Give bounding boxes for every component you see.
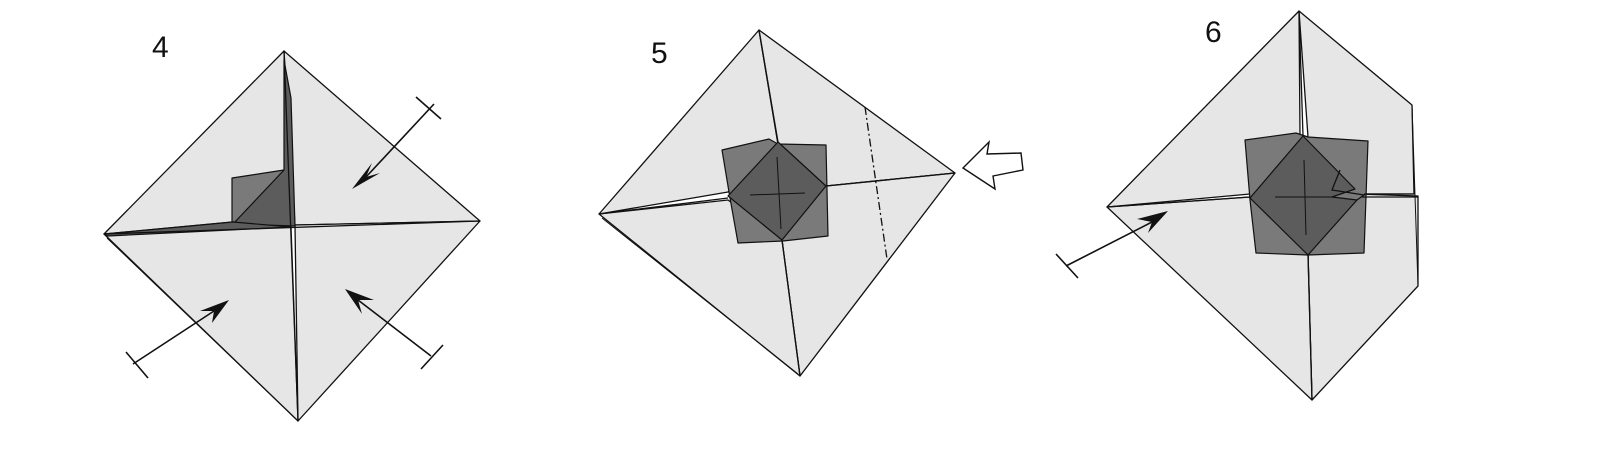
step-5-crease-top xyxy=(758,29,779,143)
step-6-number: 6 xyxy=(1205,16,1222,49)
step-4-arrow-bottom-right xyxy=(345,289,444,370)
step-5-number: 5 xyxy=(651,37,668,70)
step-4-crease-vertical xyxy=(283,50,299,422)
step-5-edge-double xyxy=(601,217,799,375)
step-6-notch xyxy=(1331,169,1366,201)
valley-fold-arrow-icon xyxy=(200,300,229,323)
step-4-paper xyxy=(103,50,481,422)
step-5-crease-left xyxy=(598,197,729,215)
step-6-crease-bottom xyxy=(1307,254,1313,401)
step-5: 5 xyxy=(598,29,1024,377)
mountain-fold-line-icon xyxy=(864,106,888,260)
valley-fold-arrow-icon xyxy=(1137,211,1168,233)
step-4-crease-horizontal xyxy=(103,220,481,235)
step-6-paper xyxy=(1106,10,1419,401)
step-5-crease-right xyxy=(825,172,956,187)
step-4-quadrant-bottom-right xyxy=(294,220,481,422)
step-5-paper xyxy=(598,29,956,377)
step-4-quadrant-top-right xyxy=(283,50,481,226)
step-4-center-pocket xyxy=(232,59,296,227)
push-arrow-icon xyxy=(961,139,1024,191)
step-4-quadrant-bottom-left xyxy=(103,226,299,422)
step-4-number: 4 xyxy=(152,31,169,64)
step-6: 6 xyxy=(1055,10,1419,401)
valley-fold-arrow-icon xyxy=(345,289,374,314)
valley-fold-arrow-icon xyxy=(352,163,380,189)
step-5-crease-bottom xyxy=(781,239,801,377)
step-6-crease-top xyxy=(1298,10,1304,137)
step-4: 4 xyxy=(103,31,481,422)
step-4-edge-double xyxy=(106,237,297,420)
step-4-arrow-bottom-left xyxy=(125,300,229,379)
step-6-center-cross-v xyxy=(1303,159,1307,236)
step-6-arrow-left xyxy=(1055,211,1168,279)
step-4-arrow-top-right xyxy=(352,96,442,189)
step-5-center-cross-v xyxy=(776,156,782,230)
step-6-edge-right xyxy=(1411,104,1419,287)
step-5-center-cross-h xyxy=(749,192,806,196)
step-6-crease-left xyxy=(1106,196,1251,208)
